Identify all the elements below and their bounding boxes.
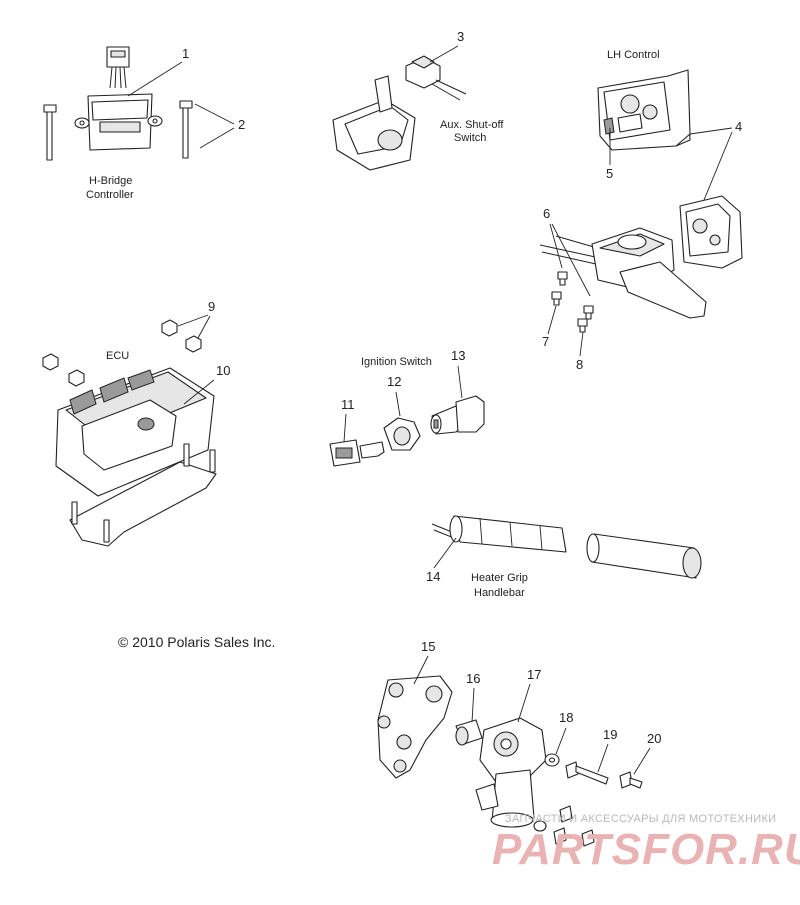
part-number-7: 7 — [542, 334, 549, 349]
heater-grip-label-line2: Handlebar — [474, 587, 525, 599]
motor-coupler — [455, 719, 483, 746]
motor-unit — [475, 717, 547, 828]
heater-grip-label-line1: Heater Grip — [471, 572, 528, 584]
ignition-switch-label: Ignition Switch — [361, 356, 432, 368]
callout-2: 2 — [194, 103, 245, 149]
watermark-logo: PARTSFOR.RU — [492, 825, 800, 874]
callout-6: 6 — [543, 206, 591, 297]
lh-control-label: LH Control — [607, 49, 660, 61]
watermark-tagline: ЗАПЧАСТИ И АКСЕССУАРЫ ДЛЯ МОТОТЕХНИКИ — [505, 813, 776, 825]
part-number-6: 6 — [543, 206, 550, 221]
part-number-11: 11 — [341, 397, 355, 412]
callout-4: 4 — [689, 119, 742, 201]
bolts-19 — [553, 761, 609, 847]
aux-shutoff-switch — [332, 55, 467, 171]
part-number-17: 17 — [527, 667, 541, 682]
screw-20 — [619, 771, 643, 789]
ignition-nut — [383, 417, 421, 451]
callout-19: 19 — [597, 727, 617, 773]
part-number-9: 9 — [208, 299, 215, 314]
washer-18 — [533, 753, 560, 832]
callout-14: 14 — [426, 537, 457, 584]
h-bridge-label-line2: Controller — [86, 189, 134, 201]
ignition-cylinder — [430, 395, 485, 435]
callout-9: 9 — [177, 299, 215, 339]
part-number-20: 20 — [647, 731, 661, 746]
callout-10: 10 — [183, 363, 230, 405]
part-number-10: 10 — [216, 363, 230, 378]
callout-5: 5 — [606, 128, 613, 181]
callout-11: 11 — [341, 397, 355, 443]
aux-switch-label-line2: Switch — [454, 132, 486, 144]
lh-control-assembly — [539, 195, 743, 319]
ignition-key — [329, 439, 385, 467]
part-number-2: 2 — [238, 117, 245, 132]
part-number-15: 15 — [421, 639, 435, 654]
copyright-notice: © 2010 Polaris Sales Inc. — [118, 634, 275, 650]
callout-8: 8 — [576, 331, 584, 372]
callout-3: 3 — [429, 29, 464, 63]
part-number-16: 16 — [466, 671, 480, 686]
part-number-5: 5 — [606, 166, 613, 181]
h-bridge-controller — [43, 46, 193, 161]
heater-grip — [431, 515, 702, 579]
callout-13: 13 — [451, 348, 465, 399]
callout-18: 18 — [555, 710, 573, 755]
callout-20: 20 — [633, 731, 661, 775]
part-number-8: 8 — [576, 357, 583, 372]
h-bridge-label-line1: H-Bridge — [89, 175, 132, 187]
ecu-label: ECU — [106, 350, 129, 362]
part-number-18: 18 — [559, 710, 573, 725]
screws-6-7-8 — [551, 271, 594, 333]
lh-control-inset — [597, 69, 691, 151]
part-number-12: 12 — [387, 374, 401, 389]
callout-7: 7 — [542, 305, 557, 349]
part-number-13: 13 — [451, 348, 465, 363]
callout-15: 15 — [413, 639, 435, 685]
ecu-nuts — [42, 319, 202, 387]
part-number-1: 1 — [182, 46, 189, 61]
ecu-unit — [55, 367, 217, 547]
callout-12: 12 — [387, 374, 401, 417]
part-number-19: 19 — [603, 727, 617, 742]
part-number-3: 3 — [457, 29, 464, 44]
callout-17: 17 — [517, 667, 541, 723]
callout-16: 16 — [466, 671, 480, 723]
part-number-14: 14 — [426, 569, 440, 584]
part-number-4: 4 — [735, 119, 742, 134]
aux-switch-label-line1: Aux. Shut-off — [440, 119, 504, 131]
mounting-bracket — [377, 675, 453, 779]
callout-1: 1 — [127, 46, 189, 97]
